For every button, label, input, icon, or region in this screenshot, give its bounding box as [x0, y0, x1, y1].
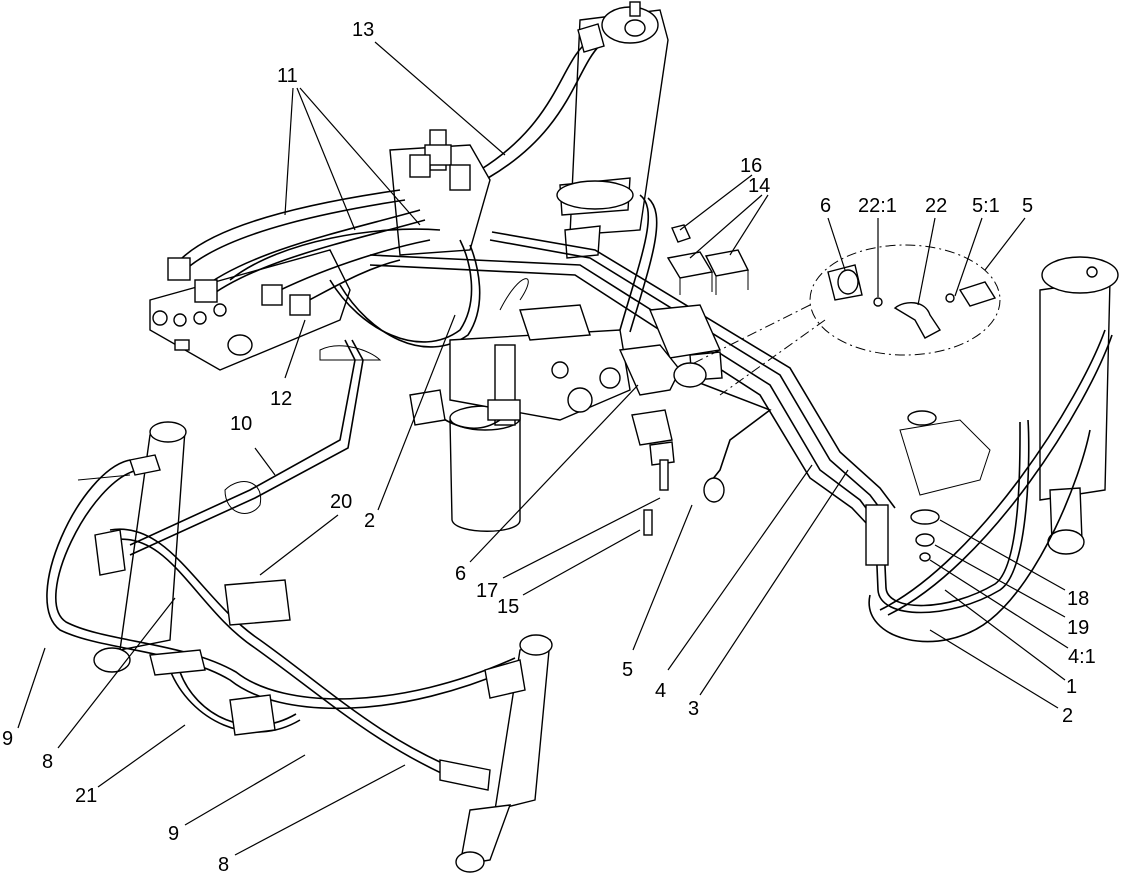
hose-cylinder-side [619, 194, 650, 331]
callout-21: 21 [75, 785, 97, 807]
callout-9-left: 9 [2, 728, 13, 750]
callout-10: 10 [230, 413, 252, 435]
tube-10 [129, 339, 356, 546]
callout-2-mid: 2 [364, 510, 375, 532]
callout-5-mid: 5 [622, 659, 633, 681]
lower-right-cylinder [455, 634, 553, 873]
callout-22: 22 [925, 195, 947, 217]
callout-14: 14 [748, 175, 770, 197]
callout-1: 1 [1066, 676, 1077, 698]
callout-18: 18 [1067, 588, 1089, 610]
callout-2-right: 2 [1062, 705, 1073, 727]
mounting-plates-14 [666, 224, 750, 295]
upper-lift-cylinder [556, 1, 669, 259]
callout-3: 3 [688, 698, 699, 720]
tubes-3-4 [369, 231, 896, 526]
callout-12: 12 [270, 388, 292, 410]
callout-13: 13 [352, 19, 374, 41]
callout-8-bottom: 8 [218, 854, 229, 876]
hose-13 [479, 23, 605, 179]
callout-22-1: 22:1 [858, 195, 897, 217]
callout-20: 20 [330, 491, 352, 513]
hose-2 [329, 239, 473, 343]
callout-4: 4 [655, 680, 666, 702]
leader-lines [17, 41, 1069, 856]
hose-1 [874, 419, 1030, 614]
hose-8 [109, 528, 471, 776]
hoses-11-12 [167, 189, 441, 316]
callout-6-top: 6 [820, 195, 831, 217]
callout-11: 11 [277, 65, 298, 87]
callout-9-bottom: 9 [168, 823, 179, 845]
hose-2-right [868, 429, 1091, 643]
control-valve-block [149, 129, 491, 371]
detail-inset [689, 244, 1001, 396]
callout-6-mid: 6 [455, 563, 466, 585]
callout-8-left: 8 [42, 751, 53, 773]
hose-21 [169, 669, 301, 733]
right-lift-cylinder [1039, 256, 1119, 555]
callout-5-1: 5:1 [972, 195, 1000, 217]
left-steering-cylinder [93, 421, 187, 673]
bolt-assembly [631, 409, 725, 536]
callout-16: 16 [740, 155, 762, 177]
plate-and-washers [899, 410, 991, 562]
callout-labels: 13 11 16 14 6 22:1 22 5:1 5 12 10 20 2 6… [2, 19, 1096, 876]
callout-17: 17 [476, 580, 498, 602]
callout-19: 19 [1067, 617, 1089, 639]
callout-4-1: 4:1 [1068, 646, 1096, 668]
callout-5-top: 5 [1022, 195, 1033, 217]
filter-assembly [449, 304, 707, 532]
callout-15: 15 [497, 596, 519, 618]
hose-right-cylinder [879, 329, 1106, 611]
